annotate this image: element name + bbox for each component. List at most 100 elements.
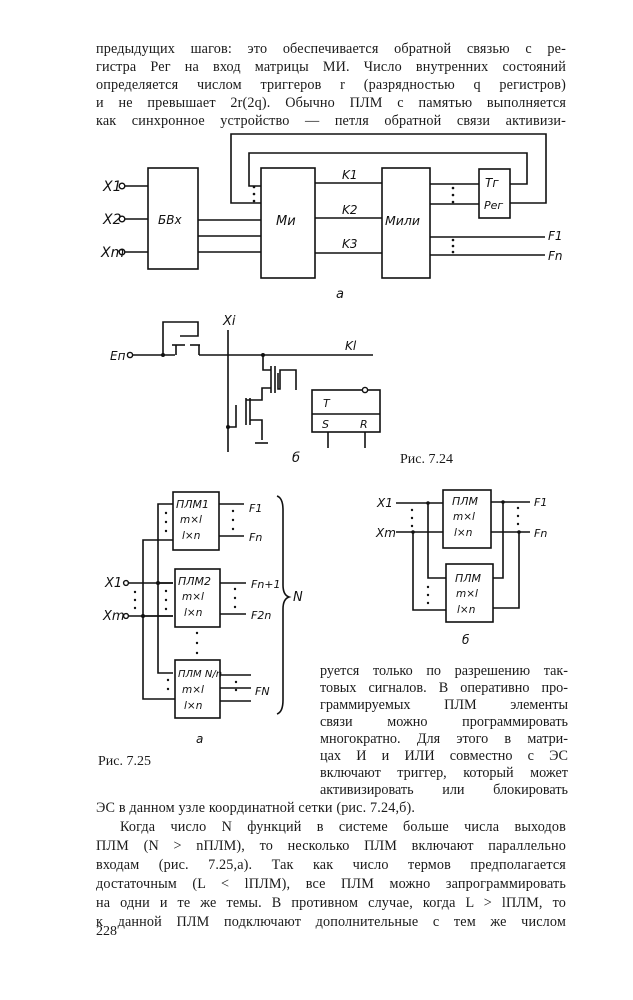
feedback-outer	[230, 133, 547, 204]
trigger-block	[311, 389, 381, 433]
input-terminal	[118, 215, 126, 223]
bus-xm	[142, 539, 175, 700]
plm-name: ПЛМ N/n	[178, 669, 222, 680]
input-terminal	[118, 248, 126, 256]
text-line: руется только по разрешению так-	[320, 663, 568, 679]
term-label: K2	[342, 203, 358, 217]
or-matrix-block	[381, 167, 431, 279]
svg-text:l×n: l×n	[182, 530, 200, 542]
trigger-r-label: R	[360, 418, 368, 431]
gate-loop	[162, 321, 199, 355]
sublabel-a: а	[336, 287, 344, 302]
and-matrix-label: Ми	[276, 214, 296, 229]
svg-text:FN: FN	[255, 685, 270, 698]
svg-text:Xm: Xm	[375, 526, 396, 540]
brace	[276, 495, 292, 715]
output-label: Fn	[548, 249, 563, 263]
text-line: ЭС в данном узле координатной сетки (рис…	[96, 800, 416, 816]
register-label-top: Тг	[485, 176, 499, 190]
text-line: достаточным (L < lПЛМ), все ПЛМ можно за…	[96, 876, 566, 892]
svg-text:X1: X1	[376, 496, 393, 510]
input-block-label: БВх	[158, 213, 182, 227]
svg-text:Fn+1: Fn+1	[251, 578, 281, 591]
sublabel-b: б	[292, 451, 300, 466]
plm-block-top	[442, 489, 492, 549]
text-line: товых сигналов. В оперативно про-	[320, 680, 568, 696]
plm-name: ПЛМ1	[176, 498, 209, 511]
plm-block-n	[174, 659, 221, 719]
ellipsis-dots	[252, 185, 455, 254]
input-label: X2	[102, 212, 122, 228]
input-label: X1	[102, 179, 122, 195]
text-line: гистра Рег на вход матрицы МИ. Число вну…	[96, 59, 566, 75]
svg-text:m×l: m×l	[180, 514, 202, 526]
term-label: K1	[342, 168, 358, 182]
svg-text:m×l: m×l	[182, 591, 204, 603]
and-matrix-block	[260, 167, 316, 279]
text-line: цах И и ИЛИ совместно с ЭС	[320, 748, 568, 764]
figure-caption-7-25: Рис. 7.25	[98, 754, 151, 769]
svg-text:m×l: m×l	[453, 511, 475, 523]
svg-text:l×n: l×n	[454, 527, 472, 539]
register-block	[478, 168, 511, 219]
plm-name: ПЛМ2	[178, 575, 211, 588]
text-line: граммируемых ПЛМ элементы	[320, 697, 568, 713]
text-line: многократно. Для этого в матри-	[320, 731, 568, 747]
svg-text:m×l: m×l	[182, 684, 204, 696]
svg-text:m×l: m×l	[456, 588, 478, 600]
bus-x1	[157, 503, 173, 674]
page-number: 228	[96, 924, 117, 939]
feedback-inner	[248, 152, 528, 187]
plm-block-bottom	[445, 563, 494, 623]
supply-terminal	[126, 351, 134, 359]
text-line: активизировать или блокировать	[320, 782, 568, 798]
brace-label: N	[293, 590, 303, 605]
svg-text:Fn: Fn	[249, 531, 262, 544]
or-matrix-label: Мили	[385, 213, 420, 228]
text-line: включают триггер, который может	[320, 765, 568, 781]
text-line: Когда число N функций в системе больше ч…	[120, 819, 566, 835]
svg-text:F1: F1	[534, 496, 547, 509]
input-label: Xm	[100, 245, 124, 261]
text-line: определяется числом триггеров r (разрядн…	[96, 77, 566, 93]
term-label: K3	[342, 237, 358, 251]
term-label: Kl	[345, 339, 357, 353]
sublabel-a: а	[196, 732, 203, 746]
svg-text:ПЛМ: ПЛМ	[452, 495, 479, 508]
svg-text:l×n: l×n	[184, 607, 202, 619]
svg-text:ПЛМ: ПЛМ	[455, 572, 482, 585]
plm-block-1	[172, 491, 220, 551]
text-line: к данной ПЛМ подключают дополнительные с…	[96, 914, 566, 930]
trigger-t-label: T	[323, 397, 331, 410]
input-block	[147, 167, 199, 270]
text-line: и не превышает 2r(2q). Обычно ПЛМ с памя…	[96, 95, 566, 111]
text-line: как синхронное устройство — петля обратн…	[96, 113, 566, 129]
input-label: Xm	[102, 609, 125, 624]
text-line: связи можно программировать	[320, 714, 568, 730]
svg-text:l×n: l×n	[457, 604, 475, 616]
svg-text:Fn: Fn	[534, 527, 547, 540]
text-line: входам (рис. 7.25,а). Так как число терм…	[96, 857, 566, 873]
ellipsis-dots	[410, 506, 520, 605]
input-label: Xi	[222, 314, 236, 329]
supply-label: Еп	[110, 349, 126, 363]
plm-block-2	[174, 568, 221, 628]
sublabel-b: б	[462, 633, 470, 647]
svg-text:F2n: F2n	[251, 609, 271, 622]
input-terminal	[118, 182, 126, 190]
svg-text:l×n: l×n	[184, 700, 202, 712]
text-line: на одни и те же темы. В противном случае…	[96, 895, 566, 911]
output-label: F1	[548, 229, 563, 243]
svg-text:F1: F1	[249, 502, 262, 515]
register-label-bottom: Рег	[484, 199, 503, 212]
text-line: предыдущих шагов: это обеспечивается обр…	[96, 41, 566, 57]
text-line: ПЛМ (N > nПЛМ), то несколько ПЛМ включаю…	[96, 838, 566, 854]
figure-caption-7-24: Рис. 7.24	[400, 452, 453, 467]
trigger-s-label: S	[322, 418, 329, 431]
ellipsis-dots	[133, 509, 238, 692]
input-label: X1	[104, 576, 122, 591]
